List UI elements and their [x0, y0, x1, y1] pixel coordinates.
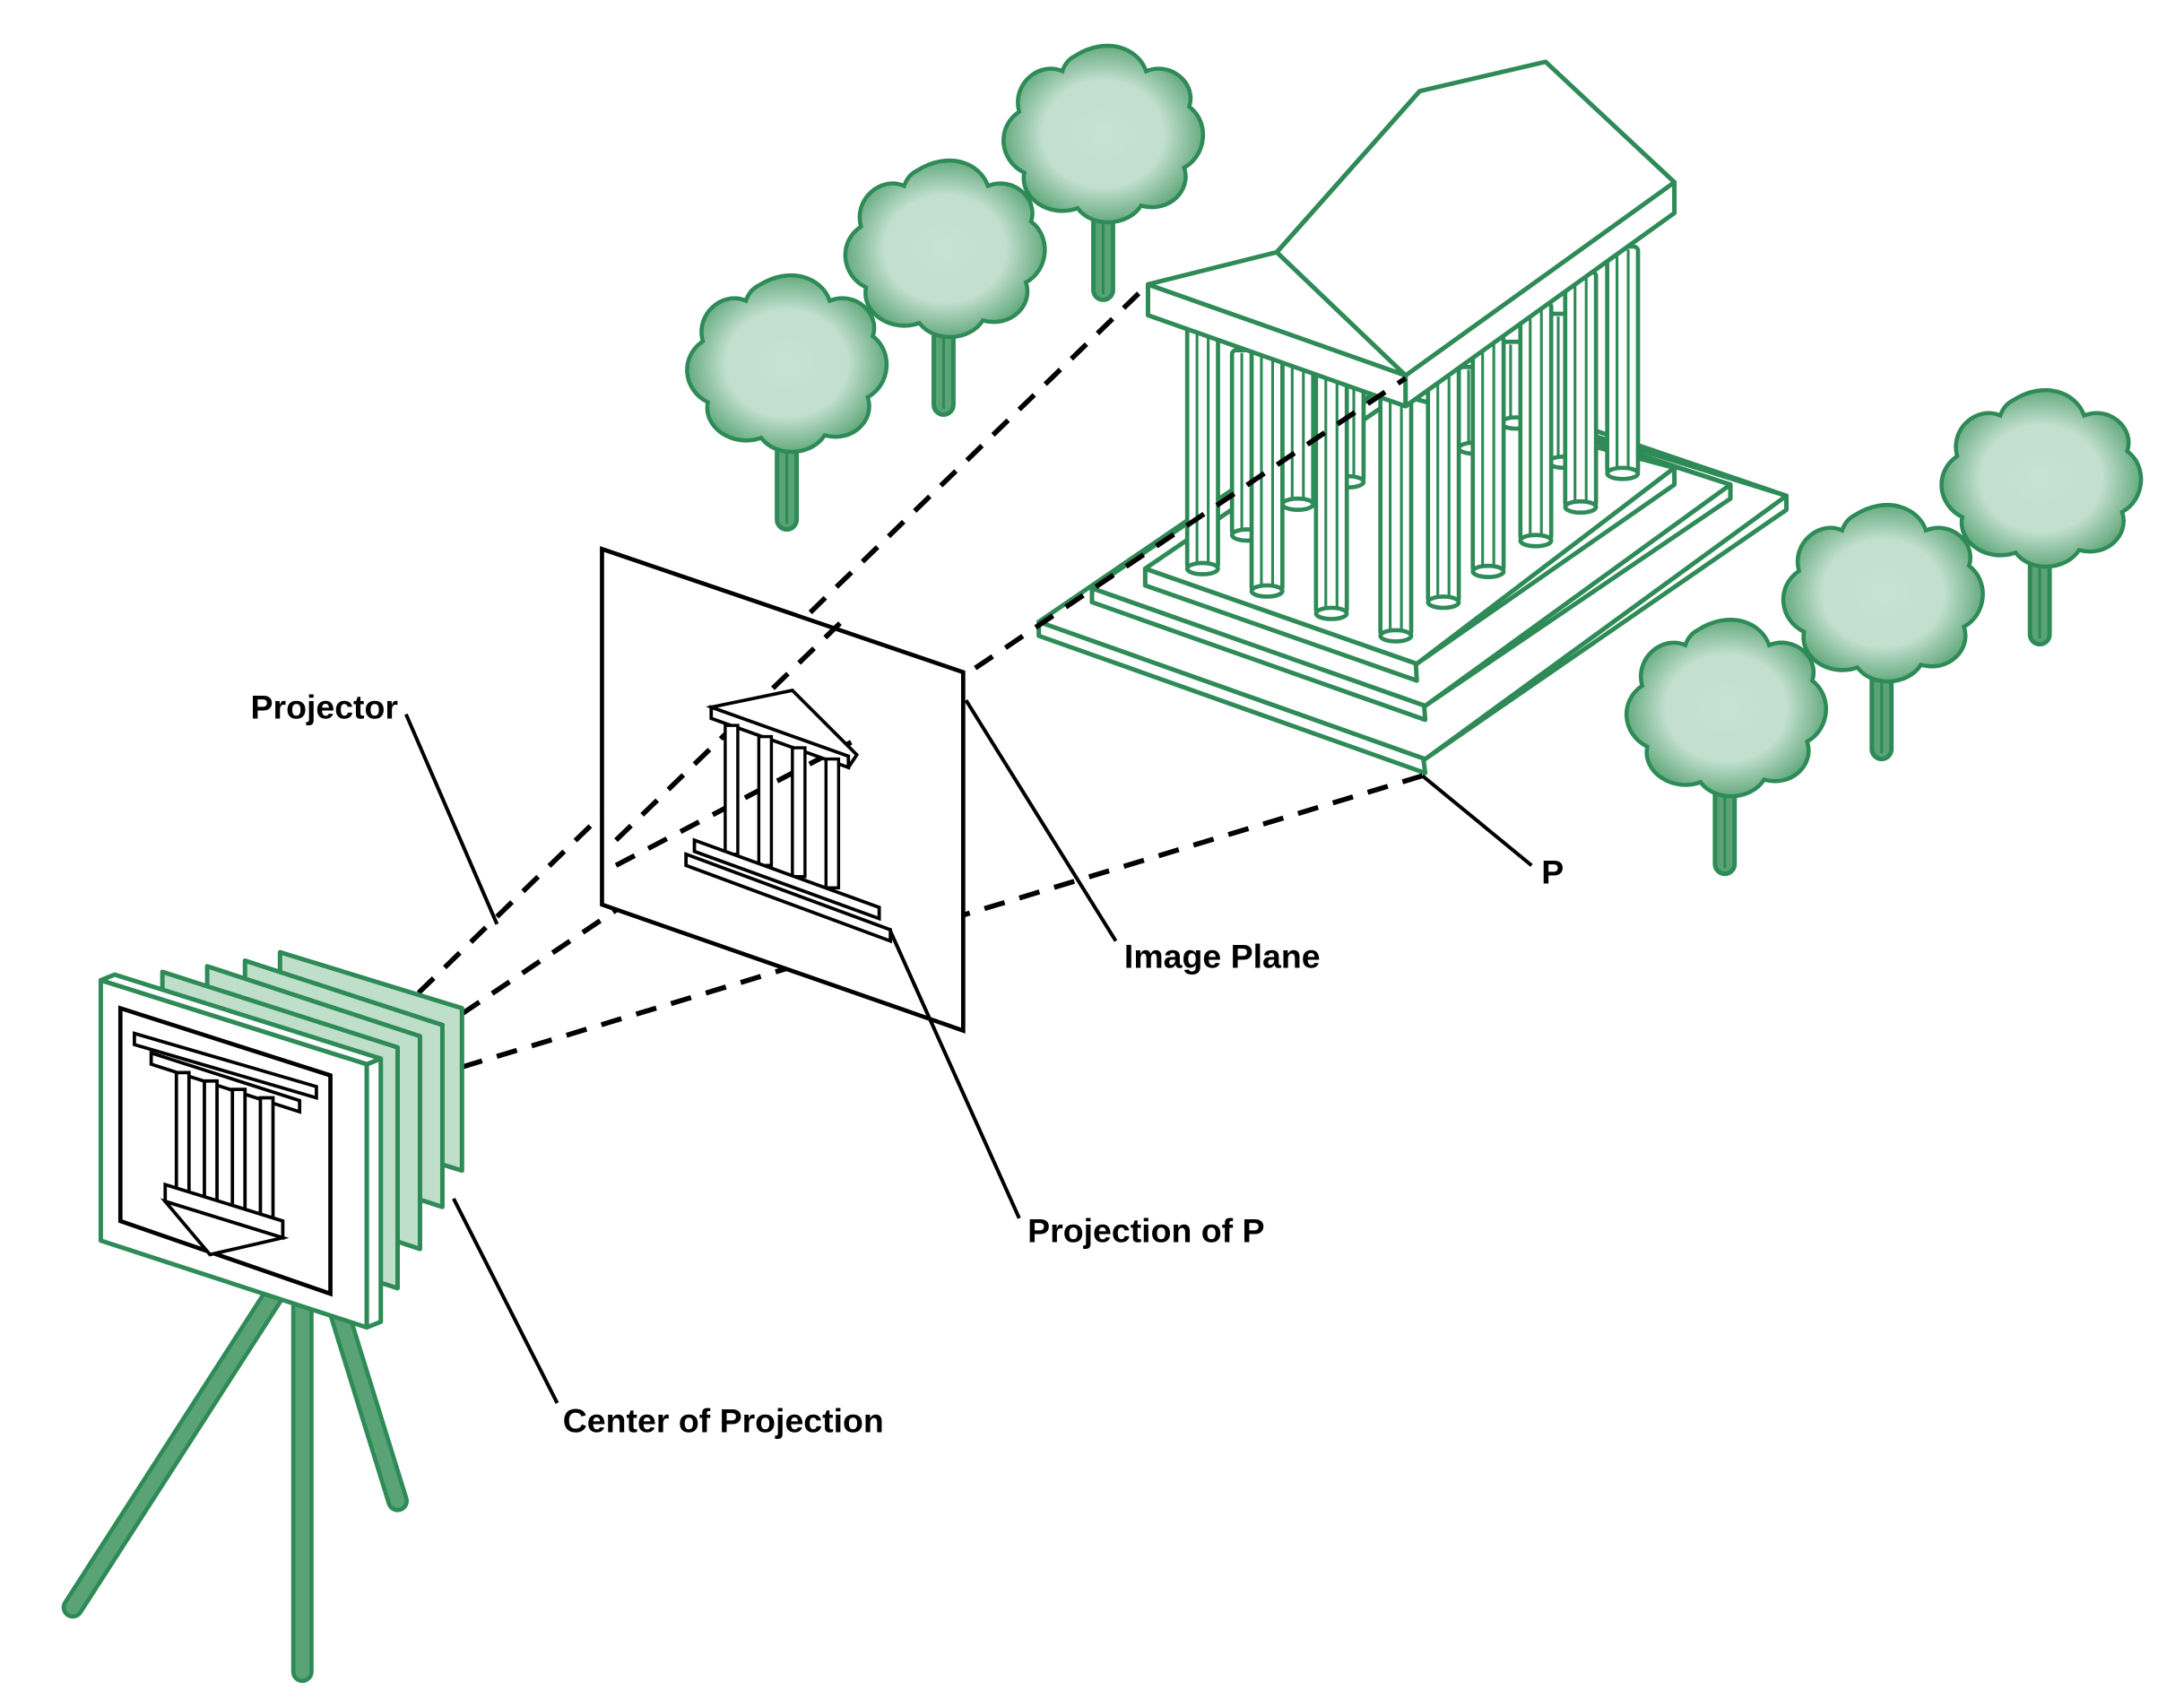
camera-image-temple: [133, 1031, 318, 1257]
label-p: P: [1541, 854, 1564, 891]
temple-column: [1470, 334, 1506, 579]
projected-temple-image: [684, 689, 893, 944]
tree: [1626, 620, 1826, 877]
camera: [61, 949, 464, 1684]
foliage: [687, 275, 887, 452]
temple-column: [1313, 353, 1349, 621]
projector-line-top: [416, 282, 1150, 995]
leader-lines: [403, 698, 1533, 1404]
label-projector: Projector: [251, 688, 399, 725]
temple: [1036, 59, 1790, 776]
label-projection-of-p: Projection of P: [1027, 1211, 1264, 1249]
foliage: [845, 160, 1045, 337]
tree: [687, 275, 887, 533]
temple-column: [1605, 244, 1641, 481]
temple-column: [1563, 269, 1599, 516]
temple-column: [1518, 300, 1554, 549]
temple-column: [1378, 376, 1414, 644]
foliage: [1003, 46, 1203, 222]
temple-column: [1280, 359, 1316, 512]
label-image-plane: Image Plane: [1124, 937, 1321, 975]
tree-row-right: [1626, 390, 2142, 877]
tree: [1942, 390, 2142, 647]
temple-column: [1184, 308, 1220, 576]
image-plane: [600, 546, 966, 1034]
tree: [845, 160, 1045, 417]
foliage: [1783, 505, 1983, 681]
foliage: [1626, 620, 1826, 796]
temple-column: [1426, 365, 1461, 611]
foliage: [1942, 390, 2142, 567]
tree: [1783, 505, 1983, 762]
label-center-of-projection: Center of Projection: [563, 1402, 884, 1440]
tree-row-left: [687, 46, 1203, 533]
tree: [1003, 46, 1203, 302]
